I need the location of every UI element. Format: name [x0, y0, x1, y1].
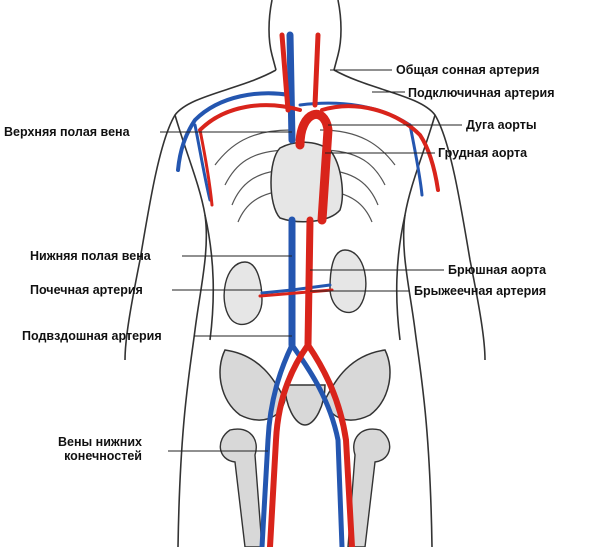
left-femur: [219, 428, 263, 547]
right-iliac-vein: [289, 342, 345, 547]
right-subclavian-artery: [320, 104, 440, 192]
label-subclavian: Подключичная артерия: [408, 86, 555, 100]
torso-right-outline: [333, 69, 486, 361]
label-abdominal-aorta: Брюшная аорта: [448, 263, 547, 277]
label-inferior-vena-cava: Нижняя полая вена: [30, 249, 151, 263]
label-superior-vena-cava: Верхняя полая вена: [4, 125, 130, 139]
label-common-carotid: Общая сонная артерия: [396, 63, 540, 77]
label-thoracic-aorta: Грудная аорта: [438, 146, 528, 160]
head-neck-outline: [268, 0, 342, 71]
inner-right-torso: [395, 214, 406, 341]
left-carotid-vessel: [279, 32, 291, 113]
superior-vena-cava-vessel: [286, 31, 296, 144]
arm-left-outline: [174, 114, 208, 547]
abdominal-aorta-vessel: [304, 216, 314, 349]
inner-left-torso: [204, 214, 215, 341]
label-leg-veins-line1: Вены нижних: [58, 435, 142, 449]
pelvis: [219, 349, 391, 426]
left-subclavian-artery: [198, 103, 302, 132]
right-kidney: [329, 249, 367, 313]
right-arm-vein: [408, 123, 424, 197]
label-renal-artery: Почечная артерия: [30, 283, 143, 297]
renal-vein: [260, 283, 332, 295]
pelvis-right-wing: [324, 349, 391, 421]
kidneys: [223, 249, 367, 325]
left-subclavian-vein: [176, 91, 292, 172]
femurs: [219, 428, 391, 547]
right-femur: [347, 428, 391, 547]
label-mesenteric: Брыжеечная артерия: [414, 284, 547, 298]
label-aortic-arch: Дуга аорты: [466, 118, 537, 132]
left-kidney: [223, 261, 263, 325]
heart: [270, 141, 344, 223]
left-arm-artery: [198, 128, 214, 207]
torso-left-outline: [124, 69, 277, 361]
label-leg-veins-line2: конечностей: [64, 449, 142, 463]
right-iliac-artery: [305, 342, 355, 547]
right-carotid-vessel: [312, 32, 321, 108]
label-leg-veins: Вены нижних конечностей: [58, 435, 142, 463]
leader-lines: [160, 69, 462, 452]
arm-right-outline: [402, 114, 436, 547]
arteries: [198, 32, 440, 547]
left-iliac-vein: [259, 342, 295, 547]
body-outline: [124, 0, 486, 547]
aortic-arch-vessel: [295, 109, 333, 225]
left-iliac-artery: [267, 342, 311, 547]
label-iliac-artery: Подвздошная артерия: [22, 329, 162, 343]
